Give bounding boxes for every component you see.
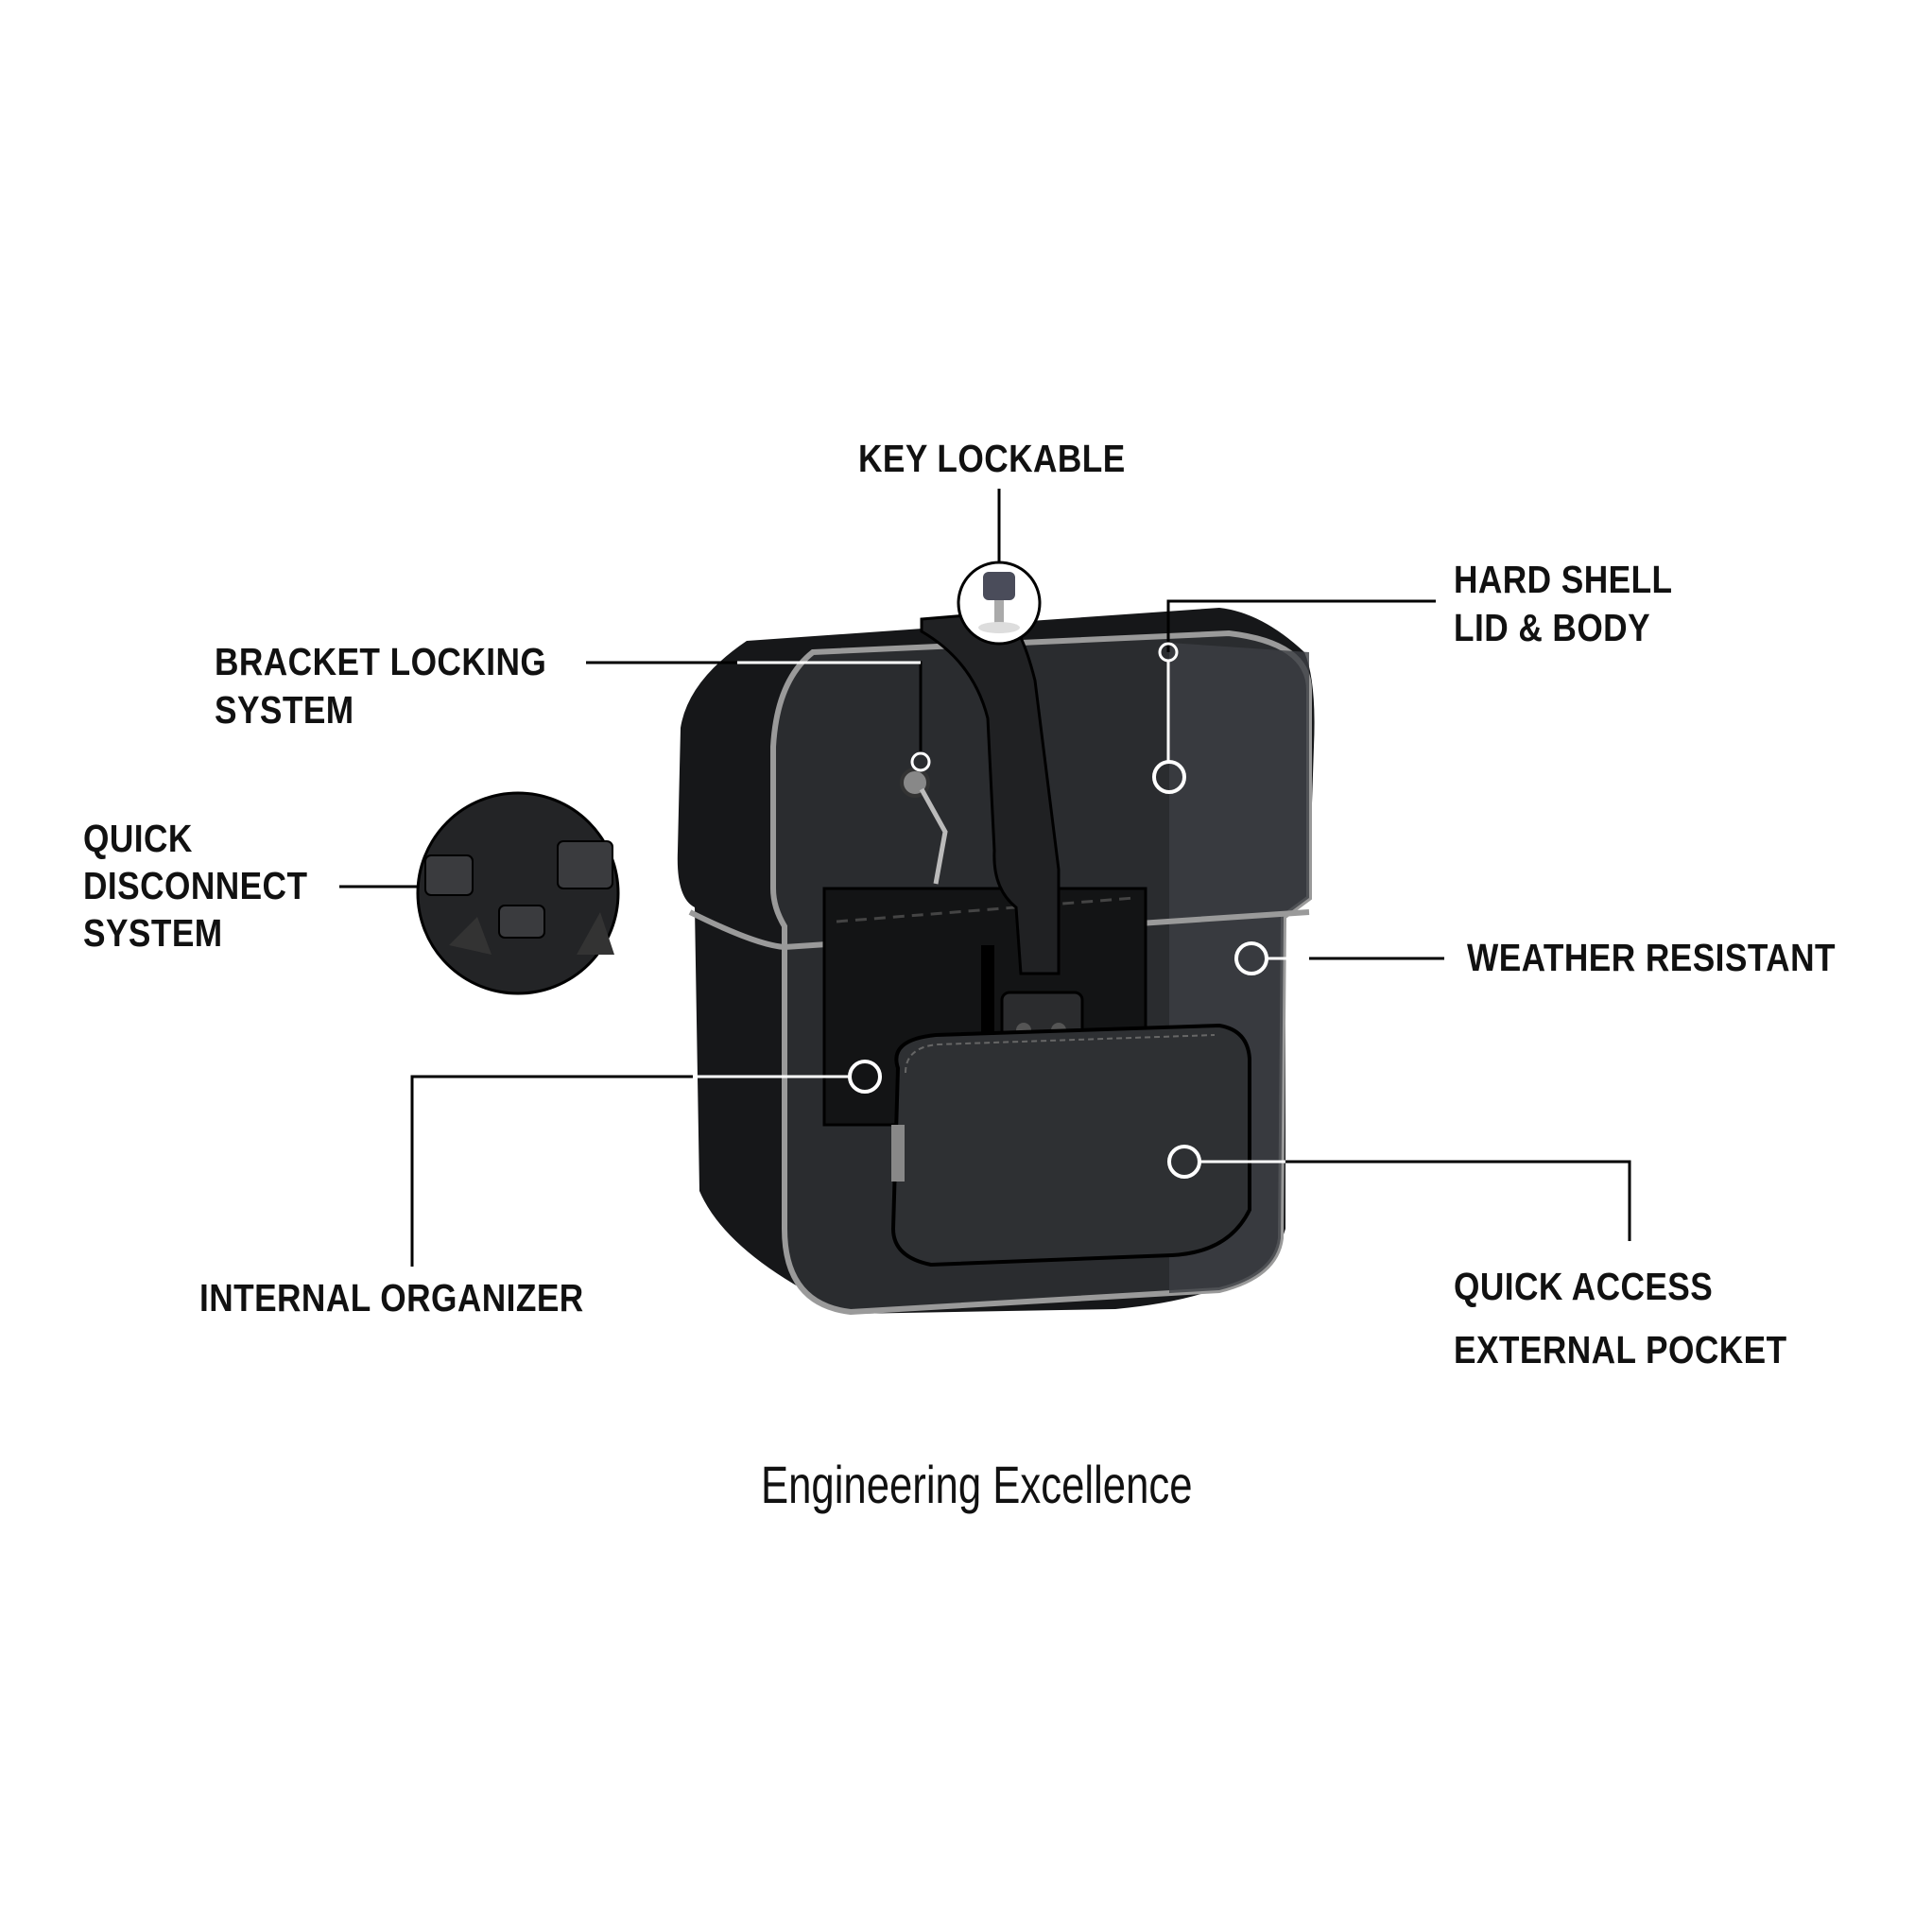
label-key-lockable: KEY LOCKABLE: [858, 435, 1126, 483]
key-icon: [983, 572, 1015, 600]
hotspot-hard-shell[interactable]: [1152, 760, 1186, 794]
label-line: QUICK: [83, 817, 193, 860]
label-hard-shell: HARD SHELL LID & BODY: [1454, 556, 1673, 652]
label-quick-disconnect: QUICK DISCONNECT SYSTEM: [83, 815, 307, 957]
external-pocket: [890, 1023, 1251, 1268]
label-line: HARD SHELL: [1454, 558, 1673, 601]
label-line: INTERNAL ORGANIZER: [199, 1276, 584, 1320]
label-quick-access: QUICK ACCESS EXTERNAL POCKET: [1454, 1255, 1787, 1382]
label-line: QUICK ACCESS: [1454, 1265, 1714, 1308]
label-line: DISCONNECT: [83, 864, 308, 907]
label-internal-organizer: INTERNAL ORGANIZER: [199, 1274, 584, 1322]
label-bracket-locking: BRACKET LOCKING SYSTEM: [215, 638, 546, 734]
label-line: EXTERNAL POCKET: [1454, 1328, 1787, 1371]
hotspot-quick-access[interactable]: [1167, 1145, 1201, 1179]
label-line: WEATHER RESISTANT: [1467, 936, 1836, 979]
label-line: KEY LOCKABLE: [858, 437, 1126, 480]
hotspot-bracket-locking[interactable]: [910, 751, 931, 772]
label-line: LID & BODY: [1454, 606, 1651, 649]
label-line: SYSTEM: [215, 688, 354, 732]
page-title: Engineering Excellence: [761, 1455, 1193, 1514]
label-line: BRACKET LOCKING: [215, 640, 547, 683]
label-line: SYSTEM: [83, 911, 223, 955]
hotspot-weather-resistant[interactable]: [1234, 941, 1268, 975]
hotspot-internal-organizer[interactable]: [848, 1060, 882, 1094]
label-weather-resistant: WEATHER RESISTANT: [1467, 934, 1836, 982]
